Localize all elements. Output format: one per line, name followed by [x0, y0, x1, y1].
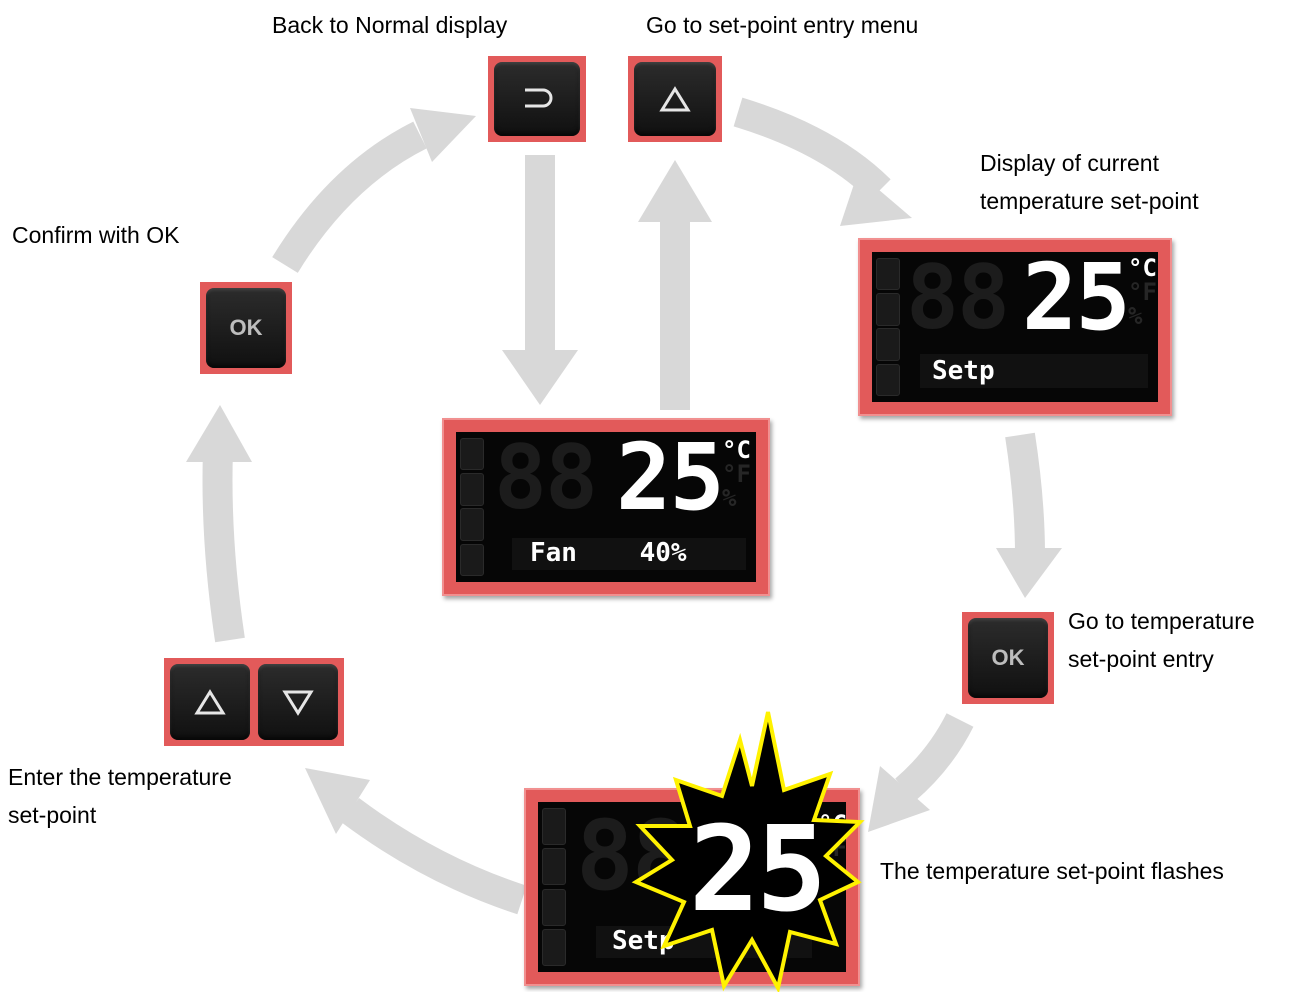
- label-go-to-temp-entry-line1: Go to temperature: [1068, 608, 1255, 634]
- display-current-setpoint: 88 25 °C °F % Setp: [858, 238, 1172, 416]
- unit-fahrenheit: °F: [1128, 278, 1157, 306]
- arrowhead-left: [186, 405, 252, 462]
- lcd-units: °C °F %: [722, 438, 751, 510]
- back-button-frame: [488, 56, 586, 142]
- up-down-buttons-frame: [164, 658, 344, 746]
- timer-icon: [542, 848, 566, 886]
- arrowhead-bottom-left: [305, 768, 370, 834]
- lcd-ghost-digits: 88: [494, 426, 598, 529]
- ok-button-right[interactable]: OK: [968, 618, 1048, 698]
- heater-icon: [460, 438, 484, 471]
- lcd-screen: 88 25 °C °F % Setp: [872, 244, 1158, 402]
- heater-icon: [542, 808, 566, 845]
- arrowhead-top-right: [840, 172, 912, 226]
- label-go-to-temp-entry-line2: set-point entry: [1068, 646, 1214, 672]
- return-arrow-icon: [525, 88, 553, 108]
- arrowhead-top-left: [410, 108, 476, 162]
- up-button-top[interactable]: [634, 62, 716, 136]
- ok-button-left-frame: OK: [200, 282, 292, 374]
- alarm-icon: [542, 888, 566, 926]
- power-icon: [460, 543, 484, 576]
- up-button-left[interactable]: [170, 664, 250, 740]
- arrow-down-center: [502, 155, 578, 405]
- alarm-icon: [876, 328, 900, 361]
- arrow-arc-top-left: [272, 121, 427, 273]
- unit-percent: %: [1128, 302, 1143, 330]
- lcd-status-icons: [460, 438, 484, 576]
- unit-celsius: °C: [1128, 254, 1157, 282]
- ok-button-left[interactable]: OK: [206, 288, 286, 368]
- lcd-message: Setp: [932, 356, 995, 386]
- label-enter-temp-line2: set-point: [8, 802, 97, 828]
- lcd-ghost-digits: 88: [906, 246, 1010, 349]
- flash-starburst-icon: [631, 711, 865, 992]
- display-normal: 88 25 °C °F % Fan 40%: [442, 418, 770, 596]
- label-go-to-setpoint-menu: Go to set-point entry menu: [646, 12, 919, 38]
- arrow-arc-left: [202, 449, 245, 643]
- back-button[interactable]: [494, 62, 580, 136]
- up-button-top-frame: [628, 56, 722, 142]
- flashing-value: 25: [689, 800, 823, 938]
- lcd-value: 25: [1022, 244, 1131, 351]
- ok-label: OK: [991, 645, 1025, 670]
- ok-label: OK: [229, 315, 263, 340]
- lcd-status-icons: [876, 258, 900, 396]
- arrowhead-lower-right: [868, 766, 930, 832]
- arrow-arc-top-right: [733, 97, 891, 201]
- arrow-arc-lower-right: [895, 713, 974, 802]
- lcd-value: 25: [616, 424, 725, 531]
- label-display-current-line1: Display of current: [980, 150, 1159, 176]
- triangle-up-icon: [659, 86, 691, 112]
- lcd-status-icons: [542, 808, 566, 966]
- arrow-up-center: [638, 160, 712, 410]
- timer-icon: [876, 293, 900, 326]
- label-back-to-normal: Back to Normal display: [272, 12, 508, 38]
- unit-celsius: °C: [722, 436, 751, 464]
- triangle-down-icon: [282, 690, 314, 716]
- timer-icon: [460, 473, 484, 506]
- arrow-arc-bottom-left: [341, 797, 527, 915]
- lcd-screen: 88 25 °C °F % Fan 40%: [456, 424, 756, 582]
- power-icon: [876, 363, 900, 396]
- arrowhead-right: [996, 548, 1062, 598]
- alarm-icon: [460, 508, 484, 541]
- down-button-left[interactable]: [258, 664, 338, 740]
- lcd-units: °C °F %: [1128, 256, 1157, 328]
- label-setpoint-flashes: The temperature set-point flashes: [880, 858, 1224, 884]
- ok-button-right-frame: OK: [962, 612, 1054, 704]
- lcd-message-bar: [512, 538, 746, 570]
- power-icon: [542, 929, 566, 966]
- label-display-current-line2: temperature set-point: [980, 188, 1199, 214]
- heater-icon: [876, 258, 900, 291]
- arrow-arc-right: [1005, 432, 1045, 556]
- lcd-message-bar: [920, 354, 1148, 388]
- triangle-up-icon: [194, 689, 226, 715]
- label-confirm-ok: Confirm with OK: [12, 222, 180, 248]
- label-enter-temp-line1: Enter the temperature: [8, 764, 232, 790]
- unit-percent: %: [722, 484, 737, 512]
- lcd-message: Fan 40%: [530, 538, 687, 568]
- unit-fahrenheit: °F: [722, 460, 751, 488]
